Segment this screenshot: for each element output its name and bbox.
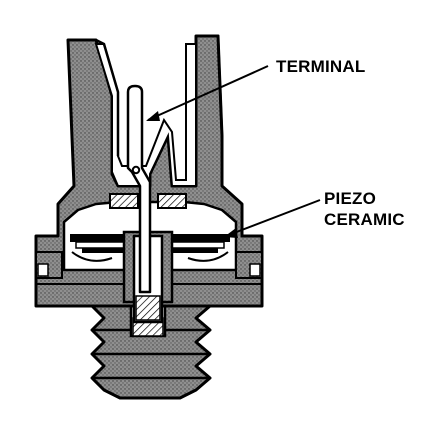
piezo-label-line2: CERAMIC	[324, 210, 405, 229]
piezo-label-line1: PIEZO	[324, 189, 376, 208]
terminal-pin	[126, 84, 152, 294]
threaded-base	[90, 298, 212, 400]
leader-lines	[146, 65, 321, 238]
terminal-label: TERMINAL	[276, 57, 365, 76]
